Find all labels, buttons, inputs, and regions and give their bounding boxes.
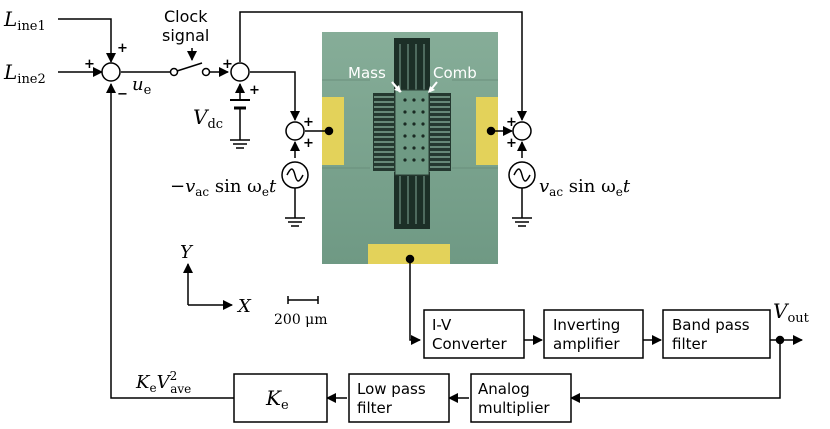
sum-junction-right	[512, 121, 532, 141]
iv-converter-block	[423, 309, 525, 359]
line1-label: Line1	[3, 7, 46, 34]
sign-plus-1: +	[117, 41, 128, 56]
lp-label-1: Low pass	[357, 380, 426, 398]
vout-label: Vout	[773, 299, 810, 326]
ac-right-label: vac sin ωet	[539, 176, 631, 199]
sign-plus-6: +	[303, 136, 314, 151]
sign-plus-7: +	[506, 115, 517, 130]
bp-label-2: filter	[672, 335, 708, 353]
sum-junction-2	[230, 62, 250, 82]
sum-junction-left	[285, 121, 305, 141]
mass-holes	[403, 98, 425, 162]
axis-x-label: X	[236, 296, 252, 317]
mass-label: Mass	[348, 64, 386, 82]
sign-plus-3: +	[222, 57, 233, 72]
scale-label: 200 μm	[274, 312, 328, 328]
ke-block	[233, 373, 328, 423]
ue-label: ue	[132, 74, 152, 98]
vdc-label: Vdc	[193, 105, 223, 132]
sum-junction-1	[101, 62, 121, 82]
iv-label-2: Converter	[432, 335, 508, 353]
inv-label-2: amplifier	[553, 335, 620, 353]
low-pass-filter-block	[348, 373, 450, 423]
am-label-2: multiplier	[478, 399, 550, 417]
summing-junctions	[101, 62, 532, 141]
bp-label-1: Band pass	[672, 316, 750, 334]
sign-plus-2: +	[84, 57, 95, 72]
inverting-amplifier-block	[543, 309, 644, 359]
wires	[58, 11, 803, 403]
sign-plus-5: +	[303, 115, 314, 130]
iv-label-1: I-V	[432, 316, 452, 334]
analog-multiplier-block	[470, 373, 572, 423]
lp-label-2: filter	[357, 399, 393, 417]
line2-label: Line2	[3, 60, 46, 87]
inv-label-1: Inverting	[553, 316, 620, 334]
signs: + + − + + + + + +	[84, 41, 517, 151]
sign-plus-8: +	[506, 136, 517, 151]
axis-y-label: Y	[180, 242, 194, 263]
blocks	[233, 309, 771, 423]
clock-label-2: signal	[162, 26, 209, 45]
ac-left-label: −vac sin ωet	[170, 176, 277, 199]
ke-label: Ke	[265, 386, 289, 413]
am-label-1: Analog	[478, 380, 530, 398]
clock-label-1: Clock	[164, 7, 208, 26]
band-pass-filter-block	[662, 309, 771, 359]
bottom-pad	[368, 244, 450, 264]
sign-minus-1: −	[117, 87, 128, 102]
comb-label: Comb	[433, 64, 477, 82]
sign-plus-4: +	[249, 83, 260, 98]
mems-photo: Mass Comb	[322, 32, 498, 264]
